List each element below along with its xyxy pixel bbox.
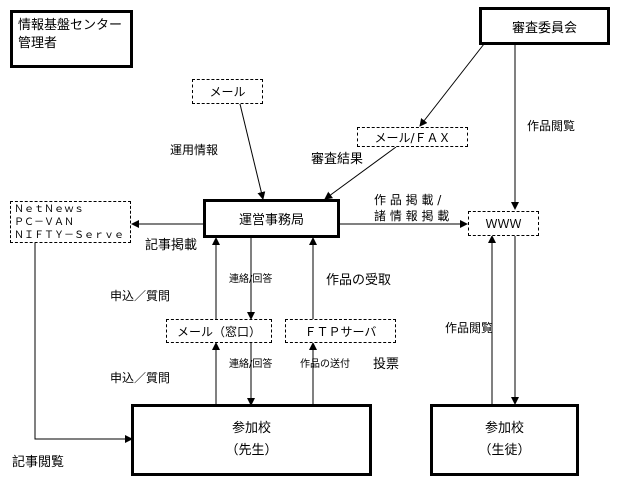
edge-label-operation-info: 運用情報: [170, 143, 219, 157]
mail-window-box: メール（窓口）: [166, 319, 272, 343]
school-student-label-2: （生徒）: [478, 443, 531, 458]
ftp-box: ＦＴＰサーバ: [285, 319, 396, 343]
edge-label-article-post: 記事掲載: [145, 238, 198, 253]
netnews-label-2: ＰＣ－ＶＡＮ: [14, 217, 74, 228]
school-teacher-label-1: 参加校: [231, 421, 271, 436]
netnews-box: ＮｅｔＮｅｗｓ ＰＣ－ＶＡＮ ＮＩＦＴＹ－Ｓｅｒｖｅ: [10, 201, 131, 243]
mail-fax-label: メール/ＦＡＸ: [374, 130, 451, 145]
edge-label-review-result: 審査結果: [311, 152, 364, 167]
netnews-label-3: ＮＩＦＴＹ－Ｓｅｒｖｅ: [14, 230, 124, 241]
mail-box: メール: [192, 79, 263, 104]
center-admin-label-2: 管理者: [18, 36, 58, 51]
www-box: ＷＷＷ: [468, 211, 539, 236]
office-box: 運営事務局: [203, 199, 340, 238]
edge-label-work-receive: 作品の受取: [326, 273, 392, 288]
mail-label: メール: [209, 85, 246, 99]
school-teacher-box: 参加校 （先生）: [131, 404, 372, 476]
center-admin-label-1: 情報基盤センター: [18, 18, 123, 33]
edge-label-apply-question-bottom: 申込／質問: [110, 371, 171, 385]
edge-label-work-post-2: 諸 情 報 掲 載: [374, 209, 450, 223]
ftp-label: ＦＴＰサーバ: [304, 324, 377, 339]
edge-label-apply-question-top: 申込／質問: [110, 289, 171, 303]
edge-label-contact-reply-bottom: 連絡/回答: [229, 359, 273, 370]
edge-label-vote: 投票: [373, 357, 400, 372]
edge-label-work-post-1: 作 品 掲 載 /: [374, 193, 442, 207]
mail-window-label: メール（窓口）: [176, 324, 261, 339]
committee-label: 審査委員会: [511, 20, 577, 36]
www-label: ＷＷＷ: [485, 217, 522, 231]
committee-box: 審査委員会: [479, 7, 610, 45]
edge-netnews-teacher: [34, 243, 133, 443]
edge-label-contact-reply-top: 連絡/回答: [229, 274, 273, 285]
office-label: 運営事務局: [238, 213, 304, 228]
school-teacher-label-2: （先生）: [225, 443, 278, 458]
center-admin-box: 情報基盤センター 管理者: [10, 10, 133, 68]
edge-mail-office: [234, 96, 266, 200]
edge-label-work-view-bottom: 作品閲覧: [445, 321, 494, 335]
edge-mailfax-office: [324, 146, 397, 200]
edge-label-work-send: 作品の送付: [300, 359, 350, 370]
mail-fax-box: メール/ＦＡＸ: [357, 127, 468, 147]
edge-label-work-view-top: 作品閲覧: [527, 119, 576, 133]
edge-committee-mailfax: [419, 43, 485, 127]
edge-label-article-view: 記事閲覧: [12, 455, 65, 470]
school-student-label-1: 参加校: [484, 421, 524, 436]
school-student-box: 参加校 （生徒）: [430, 404, 579, 476]
netnews-label-1: ＮｅｔＮｅｗｓ: [14, 204, 84, 215]
